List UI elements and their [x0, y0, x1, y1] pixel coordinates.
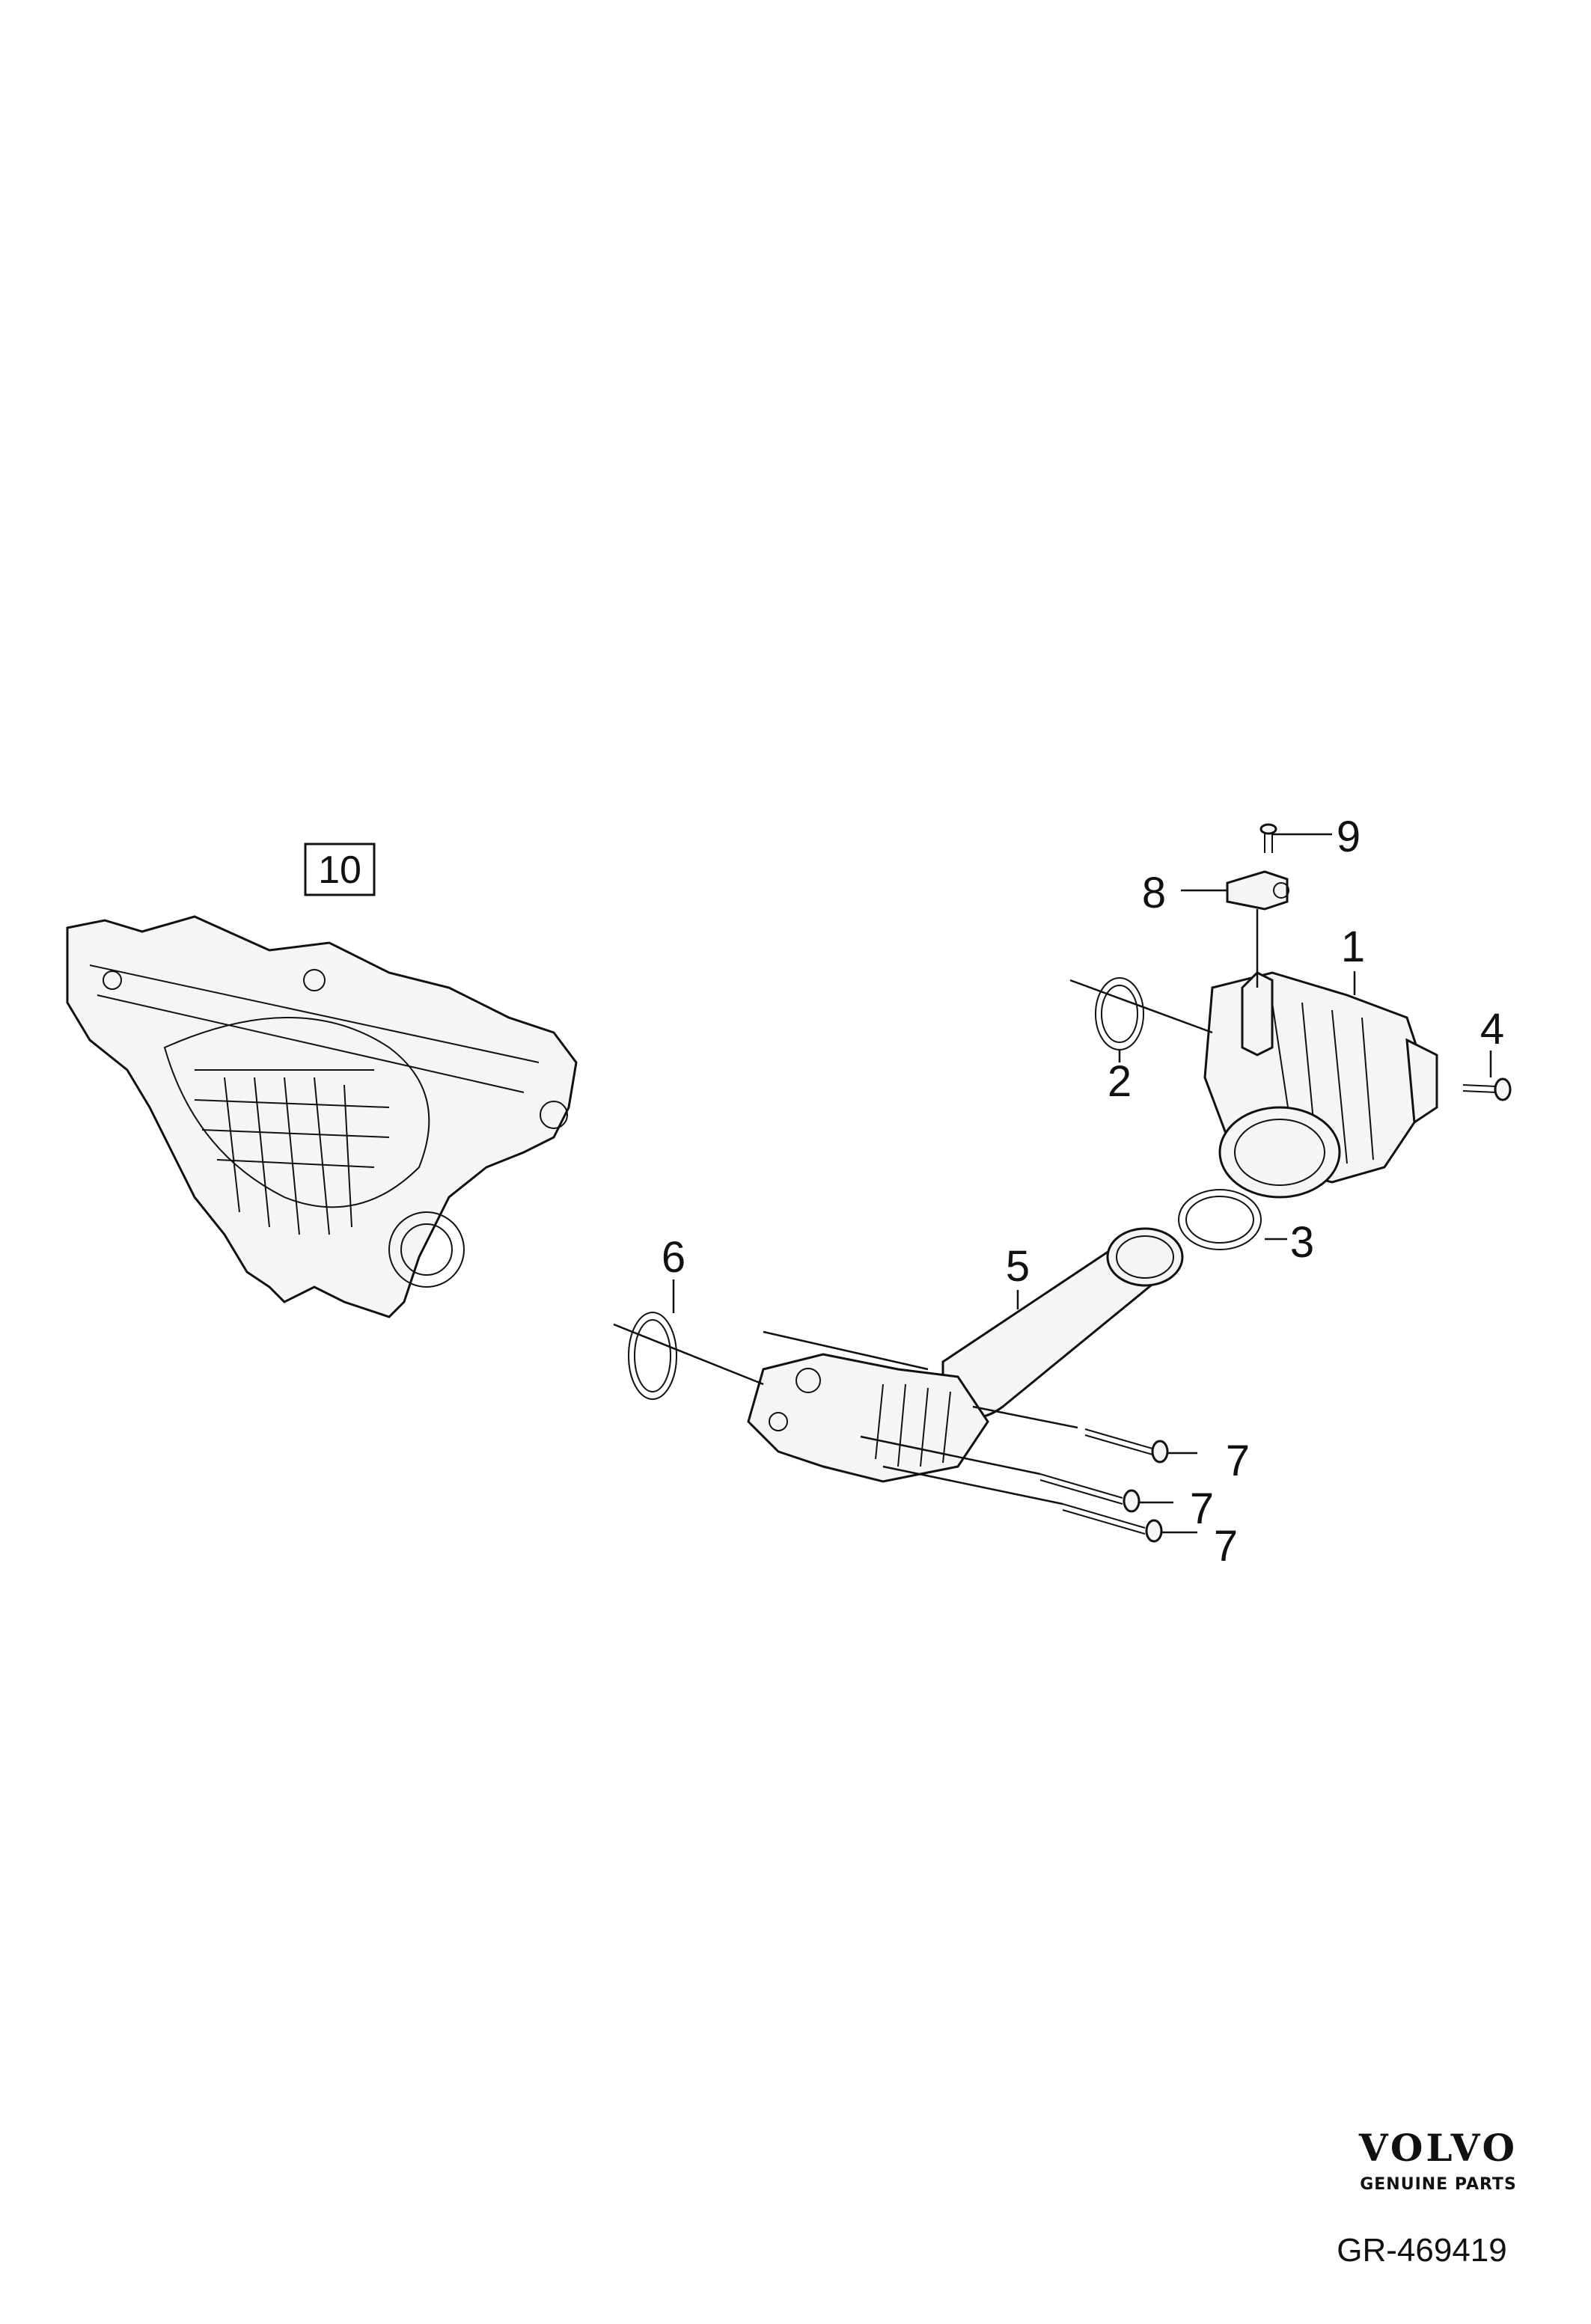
bolts-7-drawing [1039, 1428, 1169, 1543]
brand-logo: VOLVO GENUINE PARTS [1358, 2126, 1518, 2194]
screw-4-drawing [1462, 1077, 1512, 1101]
brand-tagline: GENUINE PARTS [1360, 2175, 1517, 2194]
screw-9-drawing [1259, 823, 1277, 853]
callout-2[interactable]: 2 [1108, 1057, 1132, 1106]
leader-lines [613, 833, 1492, 1534]
callout-7-middle[interactable]: 7 [1190, 1484, 1214, 1533]
callout-6[interactable]: 6 [662, 1233, 685, 1282]
o-ring-2-drawing [1095, 977, 1144, 1051]
o-ring-3-drawing [1178, 1189, 1262, 1250]
callout-3[interactable]: 3 [1290, 1218, 1314, 1267]
callout-9[interactable]: 9 [1337, 813, 1361, 861]
callout-5[interactable]: 5 [1006, 1242, 1030, 1291]
o-ring-6-drawing [628, 1312, 677, 1400]
callout-7-lower[interactable]: 7 [1214, 1522, 1238, 1571]
callout-10-box [304, 843, 376, 896]
callout-10[interactable]: 10 [318, 848, 361, 892]
callout-8[interactable]: 8 [1142, 869, 1166, 917]
sensor-8-drawing [1226, 870, 1289, 911]
callout-4[interactable]: 4 [1480, 1005, 1504, 1054]
throttle-body-drawing [1203, 971, 1438, 1199]
intake-manifold-drawing [66, 915, 578, 1318]
brand-name: VOLVO [1358, 2126, 1518, 2170]
drawing-reference: GR-469419 [1337, 2232, 1506, 2269]
intake-pipe-drawing [747, 1227, 1184, 1483]
callout-1[interactable]: 1 [1341, 923, 1365, 971]
callout-7-upper[interactable]: 7 [1226, 1437, 1250, 1485]
